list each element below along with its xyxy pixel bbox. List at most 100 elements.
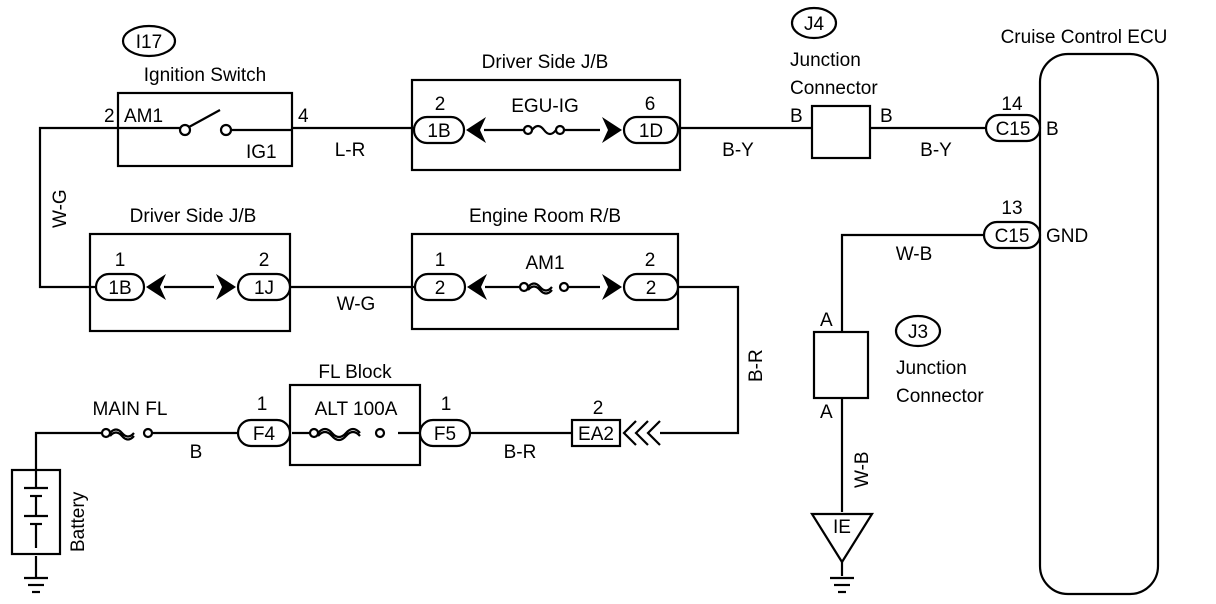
connector-2-right xyxy=(622,272,680,302)
ignition-pin-out: 4 xyxy=(298,106,309,127)
fuse-am1: AM1 xyxy=(525,253,564,274)
battery-box xyxy=(10,468,62,556)
ecu-pin-gnd-label: GND xyxy=(1046,226,1088,247)
conn-2-right-label: 2 xyxy=(646,278,657,299)
er-right-pin: 2 xyxy=(645,250,656,271)
fl-right-pin: 1 xyxy=(441,394,452,415)
jb-driver-bottom-title: Driver Side J/B xyxy=(130,206,257,227)
j4-box xyxy=(810,104,872,160)
jb-driver-top-title: Driver Side J/B xyxy=(482,52,609,73)
jb-driver-top: Driver Side J/B 2 1B EGU-IG 6 1D xyxy=(410,52,682,172)
wire-label-br-horizontal: B-R xyxy=(504,442,537,463)
wires xyxy=(34,126,986,578)
j3-code: J3 xyxy=(908,322,928,343)
connector-1j xyxy=(236,272,292,302)
i17-code-circle xyxy=(121,24,177,58)
connector-f5 xyxy=(418,418,472,448)
connector-1b-top xyxy=(412,115,466,145)
fl-block-box xyxy=(288,383,422,467)
conn-1d-label: 1D xyxy=(639,121,663,142)
wire-labels: L-R B-Y B-Y W-G W-G B-R B-R B W-B W-B xyxy=(50,140,952,488)
j3-title-line2: Connector xyxy=(896,386,984,407)
wire-label-wg-vertical: W-G xyxy=(50,189,71,228)
ignition-switch-title: Ignition Switch xyxy=(144,65,267,86)
ecu-title: Cruise Control ECU xyxy=(1001,27,1168,48)
jb-driver-bottom: Driver Side J/B 1 1B 2 1J xyxy=(88,206,292,333)
engine-room-rb: Engine Room R/B 1 2 AM1 2 2 xyxy=(410,206,680,331)
connector-2-left xyxy=(413,272,467,302)
ea2-box xyxy=(570,418,622,448)
wire-wb xyxy=(840,233,984,332)
er-left-pin: 1 xyxy=(435,250,446,271)
fl-left-pin: 1 xyxy=(257,394,268,415)
jb-top-right-pin: 6 xyxy=(645,94,656,115)
j3-code-circle xyxy=(894,314,942,348)
battery-label: Battery xyxy=(68,491,89,552)
connector-f4 xyxy=(236,418,292,448)
conn-2-left-label: 2 xyxy=(435,278,446,299)
wire-label-wb-vertical: W-B xyxy=(852,451,873,488)
connector-c15-gnd xyxy=(982,220,1042,250)
connector-1b-bottom xyxy=(94,272,146,302)
wire-label-wb-horizontal: W-B xyxy=(896,244,933,265)
wire-battery-mainfl xyxy=(34,431,102,475)
main-fl-label: MAIN FL xyxy=(93,399,168,420)
conn-1b-bottom-label: 1B xyxy=(108,278,131,299)
battery-ground-icon xyxy=(24,576,48,594)
connector-1d xyxy=(622,115,680,145)
ecu-pin-gnd-num: 13 xyxy=(1001,198,1022,219)
jb-bottom-right-pin: 2 xyxy=(259,250,270,271)
main-fl-fuse: MAIN FL xyxy=(93,399,168,441)
fuse-egu-ig: EGU-IG xyxy=(511,96,579,117)
jb-bottom-left-pin: 1 xyxy=(115,250,126,271)
battery: Battery xyxy=(10,468,89,594)
fl-block: FL Block ALT 100A 1 F4 1 F5 xyxy=(236,362,472,467)
engine-room-rb-title: Engine Room R/B xyxy=(469,206,621,227)
fl-block-title: FL Block xyxy=(318,362,392,383)
wire-br-vertical xyxy=(660,285,740,435)
j4-title-line2: Connector xyxy=(790,78,878,99)
ea2-label: EA2 xyxy=(578,424,614,445)
j3-box xyxy=(812,330,870,400)
ignition-pin-out-label: IG1 xyxy=(246,142,277,163)
wire-label-by-right: B-Y xyxy=(920,140,952,161)
ecu-box xyxy=(1038,52,1160,596)
j3-bottom-pin: A xyxy=(820,402,833,423)
wire-label-br-vertical: B-R xyxy=(746,349,767,382)
j4-title-line1: Junction xyxy=(790,50,861,71)
ecu-pin-b-num: 14 xyxy=(1001,94,1023,115)
conn-c15-gnd-label: C15 xyxy=(995,226,1030,247)
connector-c15-b xyxy=(984,113,1042,143)
j3-title-line1: Junction xyxy=(896,358,967,379)
j4-junction-connector: J4 Junction Connector B B xyxy=(790,6,893,160)
ignition-pin-in: 2 xyxy=(104,106,115,127)
ground-ie: IE xyxy=(810,512,874,594)
j3-top-pin: A xyxy=(820,310,833,331)
j4-right-pin: B xyxy=(880,106,893,127)
ignition-switch: I17 Ignition Switch 2 AM1 4 IG1 xyxy=(104,24,309,168)
conn-c15-b-label: C15 xyxy=(996,119,1031,140)
ground-ie-label: IE xyxy=(833,517,851,538)
j4-left-pin: B xyxy=(790,106,803,127)
wire-label-b: B xyxy=(190,442,203,463)
ea2-connector: 2 EA2 xyxy=(570,398,661,448)
fuse-alt-100a: ALT 100A xyxy=(315,399,398,420)
wire-wg-loop xyxy=(38,126,118,289)
j4-code-circle xyxy=(790,6,838,40)
cruise-control-ecu: Cruise Control ECU 14 C15 B 13 C15 GND xyxy=(982,27,1168,596)
ignition-pin-in-label: AM1 xyxy=(124,106,163,127)
j4-code: J4 xyxy=(804,14,825,35)
conn-f4-label: F4 xyxy=(253,424,276,445)
jb-driver-top-box xyxy=(410,78,682,172)
j3-junction-connector: J3 Junction Connector A A xyxy=(812,310,984,423)
conn-1j-label: 1J xyxy=(254,278,274,299)
wire-label-wg-horizontal: W-G xyxy=(337,294,376,315)
conn-f5-label: F5 xyxy=(434,424,456,445)
wire-label-by-left: B-Y xyxy=(722,140,754,161)
jb-top-left-pin: 2 xyxy=(435,94,446,115)
wire-label-lr: L-R xyxy=(335,140,366,161)
ea2-pin: 2 xyxy=(593,398,604,419)
conn-1b-top-label: 1B xyxy=(427,121,450,142)
ecu-pin-b-label: B xyxy=(1046,119,1059,140)
